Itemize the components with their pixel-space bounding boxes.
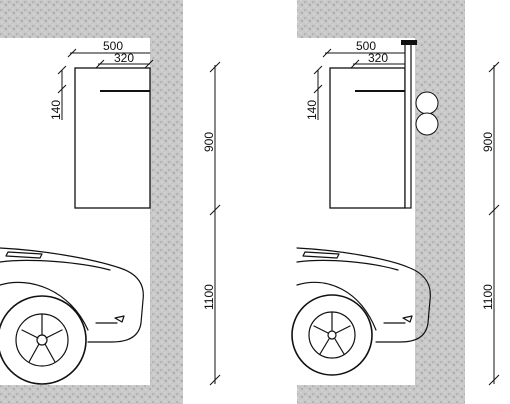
dim-tick (209, 374, 221, 386)
car-wheel (291, 294, 373, 376)
dim-900-label: 900 (481, 132, 495, 152)
meter-upper-icon (415, 91, 439, 115)
floor-slab (297, 385, 465, 404)
diagram-right: 500 320 140 900 1100 (291, 0, 500, 404)
floor-slab (0, 385, 183, 404)
side-wall (150, 0, 183, 404)
dim-140-label: 140 (305, 100, 319, 120)
dim-1100-label: 1100 (481, 284, 495, 310)
dim-500-label: 500 (103, 39, 123, 53)
dim-1100-label: 1100 (202, 284, 216, 310)
dim-tick (488, 374, 500, 386)
diagram-left: 500 320 140 900 1100 (0, 0, 221, 404)
dim-tick (488, 204, 500, 216)
car-outline (296, 247, 431, 343)
wall-cabinet (74, 67, 151, 209)
dim-tick (57, 84, 67, 94)
meter-lower-icon (415, 112, 439, 136)
dim-tick (350, 59, 360, 69)
dim-tick (209, 204, 221, 216)
pipe-bracket (401, 40, 417, 45)
dim-tick (322, 48, 332, 58)
dim-500-label: 500 (356, 39, 376, 53)
dim-320-label: 320 (368, 51, 388, 65)
dim-tick (313, 84, 323, 94)
dim-tick (488, 61, 500, 73)
dim-140-label: 140 (49, 100, 63, 120)
dim-tick (57, 65, 67, 75)
dim-900-label: 900 (202, 132, 216, 152)
dim-tick (95, 59, 105, 69)
dim-tick (209, 61, 221, 73)
car-outline (0, 247, 144, 343)
side-wall (415, 0, 465, 404)
dim-320-label: 320 (114, 51, 134, 65)
dim-tick (144, 59, 154, 69)
wall-cabinet (329, 67, 406, 209)
dim-tick (313, 65, 323, 75)
car-wheel (0, 295, 87, 385)
vertical-pipe (404, 41, 412, 209)
dim-tick (67, 48, 77, 58)
